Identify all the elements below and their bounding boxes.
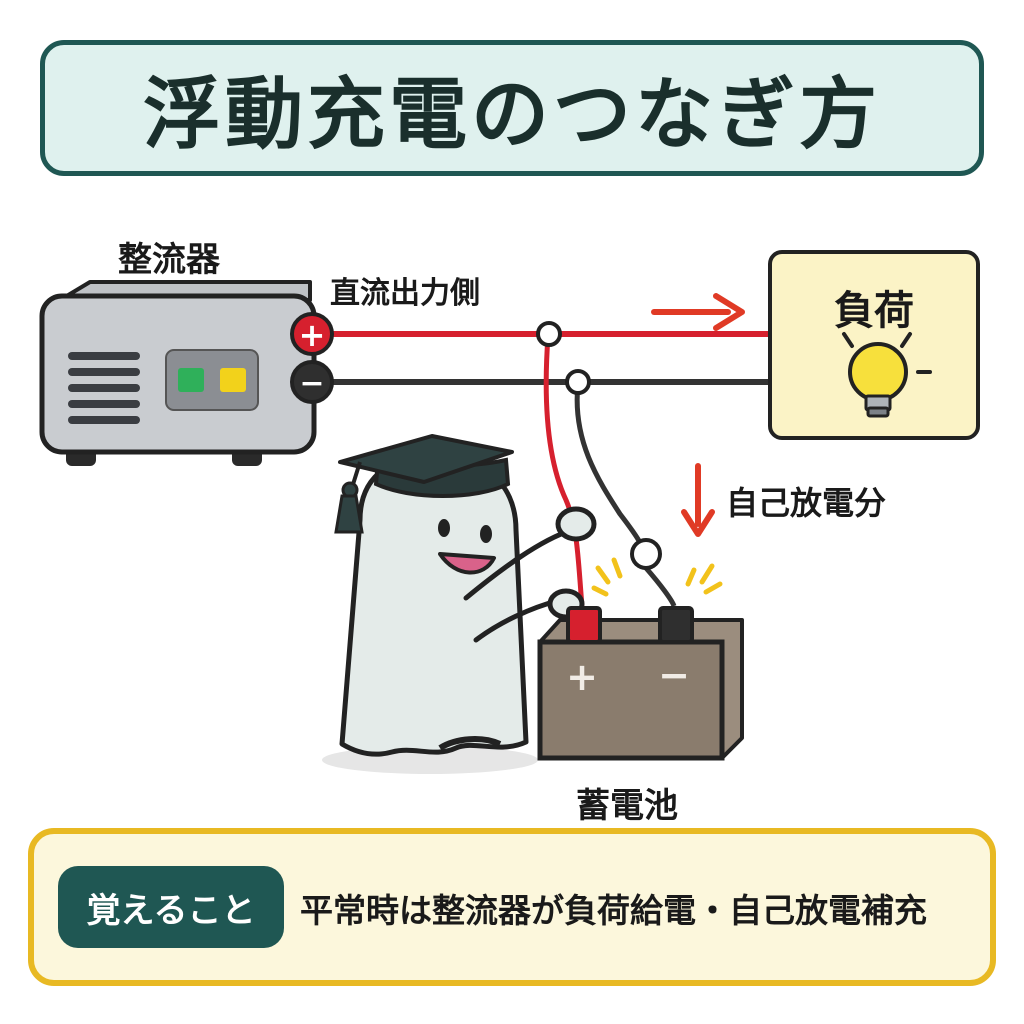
battery-icon: + −: [537, 606, 744, 761]
arrow-down-icon: [681, 463, 715, 537]
spark-icon: [591, 557, 723, 597]
battery-label: 蓄電池: [576, 786, 678, 826]
rectifier-minus-label: −: [299, 366, 324, 401]
junction-battery: [630, 538, 662, 570]
summary-box: 覚えること 平常時は整流器が負荷給電・自己放電補充: [28, 828, 996, 986]
summary-text: 平常時は整流器が負荷給電・自己放電補充: [300, 891, 927, 930]
dc-output-label: 直流出力側: [330, 276, 480, 311]
battery-minus-terminal: [658, 606, 694, 644]
rectifier-plus-terminal: [290, 312, 334, 356]
rectifier-plus-label: +: [299, 316, 326, 354]
page-title: 浮動充電のつなぎ方: [142, 70, 881, 160]
battery-negative-lead: [574, 383, 677, 608]
junction-positive: [536, 321, 562, 347]
battery-positive-lead: [543, 335, 585, 607]
self-discharge-label: 自己放電分: [726, 484, 887, 522]
title-box: 浮動充電のつなぎ方: [40, 40, 984, 176]
indicator-yellow: [220, 368, 246, 392]
rectifier-minus-terminal: [290, 360, 334, 404]
load-label: 負荷: [834, 288, 914, 334]
load-box: 負荷: [768, 250, 980, 440]
lightbulb-icon: [842, 332, 932, 418]
ghost-graduate-icon: [322, 434, 597, 774]
battery-plus-label: +: [566, 655, 598, 699]
summary-badge: 覚えること: [58, 866, 284, 948]
arrow-right-icon: [651, 293, 745, 331]
battery-plus-terminal: [566, 606, 602, 644]
junction-negative: [565, 369, 591, 395]
rectifier-device-icon: [39, 280, 317, 466]
battery-minus-label: −: [658, 653, 690, 697]
indicator-green: [178, 368, 204, 392]
rectifier-label: 整流器: [118, 240, 220, 280]
